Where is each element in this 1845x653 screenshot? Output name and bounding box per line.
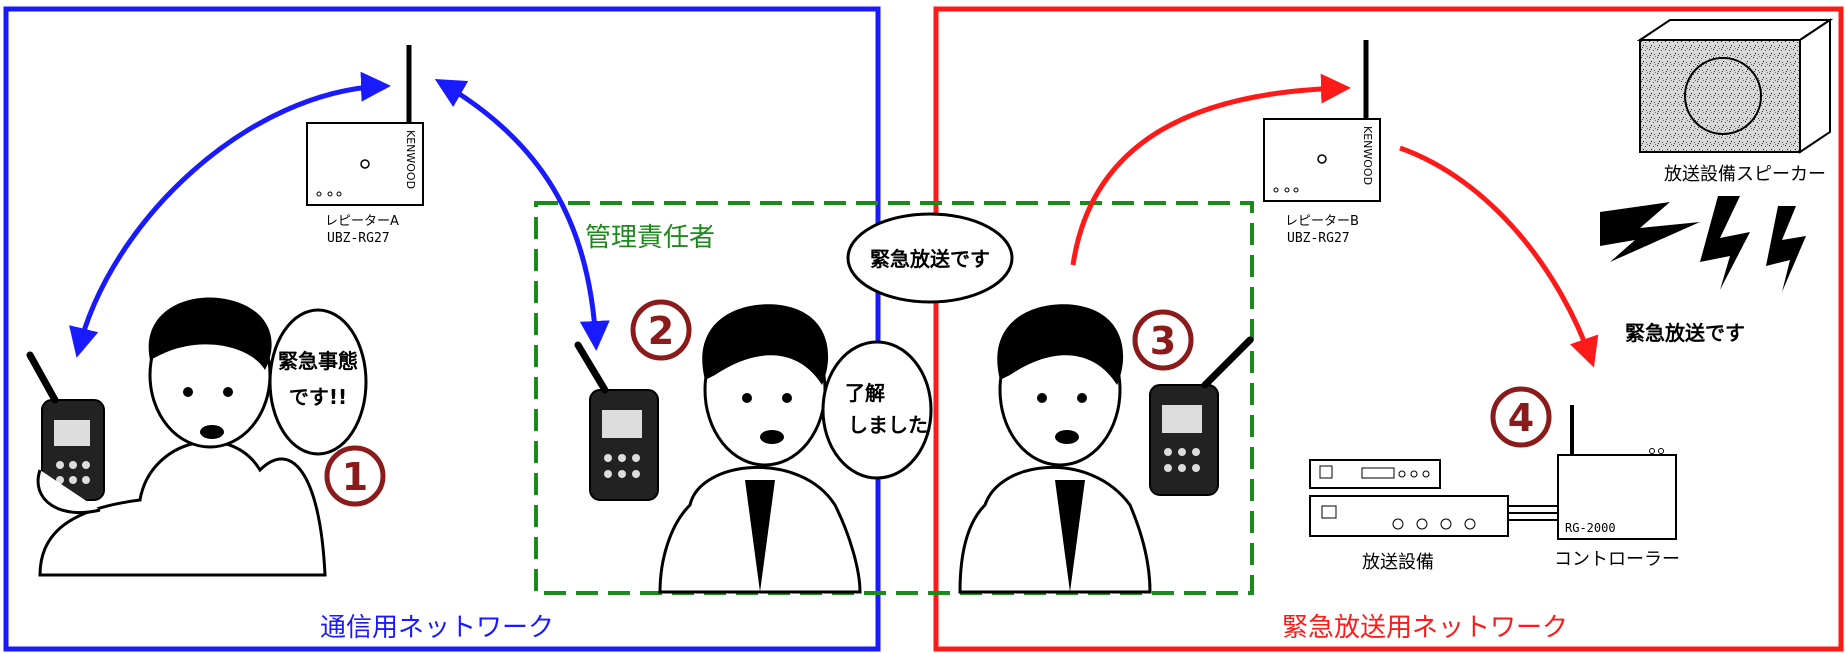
- broadcast-equipment: [1309, 459, 1509, 537]
- repeater-b: KENWOOD レピーターB UBZ-RG27: [1263, 40, 1381, 246]
- repeater-a-model: UBZ-RG27: [327, 231, 390, 246]
- controller-label: コントローラー: [1554, 549, 1680, 570]
- person-2-radio: [589, 389, 659, 501]
- speaker-announce: 緊急放送です: [1625, 321, 1745, 345]
- speech-bubble-2: [821, 340, 933, 480]
- red-arrow-up: [1070, 73, 1351, 266]
- step-4-badge: 4: [1490, 386, 1552, 448]
- controller-model: RG-2000: [1565, 521, 1616, 535]
- speech-3: 緊急放送です: [870, 247, 990, 271]
- repeater-b-model: UBZ-RG27: [1287, 231, 1350, 246]
- right-network-title: 緊急放送用ネットワーク: [1282, 613, 1568, 643]
- person-3-radio: [1149, 384, 1219, 496]
- manager-label: 管理責任者: [585, 223, 715, 253]
- step-2-badge: 2: [630, 299, 692, 361]
- red-arrow-down: [1399, 145, 1599, 368]
- equipment-cable: [1508, 505, 1558, 521]
- speech-1-line2: です!!: [289, 385, 347, 409]
- broadcast-label: 放送設備: [1362, 552, 1434, 573]
- broadcast-speaker: [1636, 18, 1834, 154]
- step-1-number: 1: [342, 455, 368, 499]
- step-1-badge: 1: [324, 445, 386, 507]
- speaker-label: 放送設備スピーカー: [1664, 164, 1826, 185]
- step-3-badge: 3: [1132, 309, 1194, 371]
- blue-arrow-left: [69, 71, 391, 358]
- right-network-box: [933, 6, 1844, 652]
- step-2-number: 2: [648, 309, 674, 353]
- repeater-a: KENWOOD レピーターA UBZ-RG27: [306, 45, 424, 246]
- person-2: [574, 304, 862, 594]
- speech-2-line2: しました: [848, 413, 928, 437]
- repeater-b-name: レピーターB: [1285, 214, 1359, 229]
- sound-bolts: [1600, 196, 1806, 292]
- person-3: [958, 304, 1254, 594]
- step-4-number: 4: [1508, 396, 1534, 440]
- speech-bubble-1: [268, 308, 368, 456]
- step-3-number: 3: [1150, 319, 1176, 363]
- repeater-a-brand: KENWOOD: [404, 130, 417, 189]
- speech-1-line1: 緊急事態: [278, 349, 358, 373]
- controller: RG-2000: [1557, 405, 1677, 540]
- repeater-b-body: [1263, 118, 1381, 202]
- left-network-title: 通信用ネットワーク: [320, 613, 554, 643]
- speech-2-line1: 了解: [845, 381, 885, 405]
- speech-bubble-3: [846, 212, 1014, 304]
- left-network-box: [3, 6, 881, 652]
- repeater-a-name: レピーターA: [325, 214, 399, 229]
- blue-arrow-right: [434, 78, 610, 351]
- person-1: [26, 297, 327, 577]
- manager-box: [534, 201, 1254, 595]
- repeater-b-brand: KENWOOD: [1361, 126, 1374, 185]
